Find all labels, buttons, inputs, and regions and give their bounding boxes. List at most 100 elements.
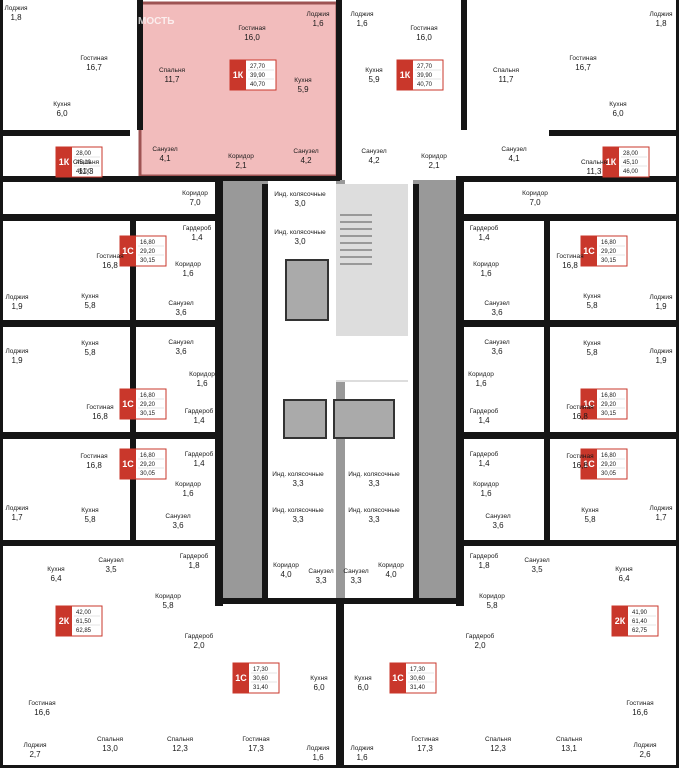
room-name: Инд. колясочные: [274, 191, 326, 198]
room-area: 16,0: [244, 33, 260, 42]
badge-value: 16,80: [140, 240, 156, 246]
room-name: Спальня: [581, 159, 608, 166]
room-area: 4,2: [368, 156, 380, 165]
room-name: Гостиная: [96, 253, 124, 260]
room-area: 3,5: [531, 565, 543, 574]
badge-type-block: [581, 389, 597, 419]
badge-type: 1К: [606, 157, 617, 167]
badge-value: 27,70: [417, 64, 433, 70]
badge-type: 1С: [122, 399, 134, 409]
room-name: Гардероб: [185, 450, 214, 458]
room-area: 3,6: [492, 521, 504, 530]
room-name: Гардероб: [185, 407, 214, 415]
room-name: Кухня: [81, 293, 99, 300]
room-name: Инд. колясочные: [348, 471, 400, 478]
room-area: 1,6: [312, 19, 324, 28]
badge-value: 29,20: [140, 402, 156, 408]
room-area: 3,0: [294, 237, 306, 246]
room-area: 1,6: [475, 379, 487, 388]
room-area: 3,6: [491, 308, 503, 317]
room-name: Гостиная: [238, 25, 266, 32]
badge-value: 40,70: [417, 82, 433, 88]
room-area: 1,9: [11, 356, 23, 365]
room-name: Коридор: [421, 153, 447, 160]
badge-type-block: [581, 449, 597, 479]
room-name: Гардероб: [183, 224, 212, 232]
badge-value: 62,85: [76, 628, 92, 634]
room-name: Санузел: [484, 339, 510, 346]
room-name: Коридор: [273, 562, 299, 569]
room-area: 16,8: [92, 412, 108, 421]
badge-value: 30,05: [601, 471, 617, 477]
badge-value: 42,00: [76, 610, 92, 616]
room-name: Лоджия: [5, 505, 29, 512]
lift-shaft-2: [283, 399, 327, 439]
badge-type-block: [230, 60, 246, 90]
badge-value: 46,00: [623, 169, 639, 175]
room-area: 11,7: [165, 75, 181, 84]
room-name: Инд. колясочные: [274, 229, 326, 236]
room-name: Санузел: [168, 339, 194, 346]
room-area: 1,6: [182, 269, 194, 278]
badge-value: 41,90: [632, 610, 648, 616]
room-area: 5,9: [297, 85, 309, 94]
room-name: Лоджия: [306, 11, 330, 18]
room-labels: Лоджия1,8Гостиная16,0Лоджия1,6Лоджия1,6Г…: [4, 5, 673, 762]
room-name: Лоджия: [350, 745, 374, 752]
room-area: 3,6: [172, 521, 184, 530]
badge-type-block: [120, 449, 136, 479]
room-area: 5,9: [368, 75, 380, 84]
room-area: 3,3: [368, 479, 380, 488]
room-area: 16,6: [632, 708, 648, 717]
room-area: 4,0: [385, 570, 397, 579]
room-area: 3,6: [491, 347, 503, 356]
badge-value: 29,20: [140, 249, 156, 255]
room-area: 5,8: [84, 348, 96, 357]
room-name: Инд. колясочные: [272, 507, 324, 514]
badge-value: 39,90: [417, 73, 433, 79]
room-area: 17,3: [417, 744, 433, 753]
room-area: 16,6: [34, 708, 50, 717]
